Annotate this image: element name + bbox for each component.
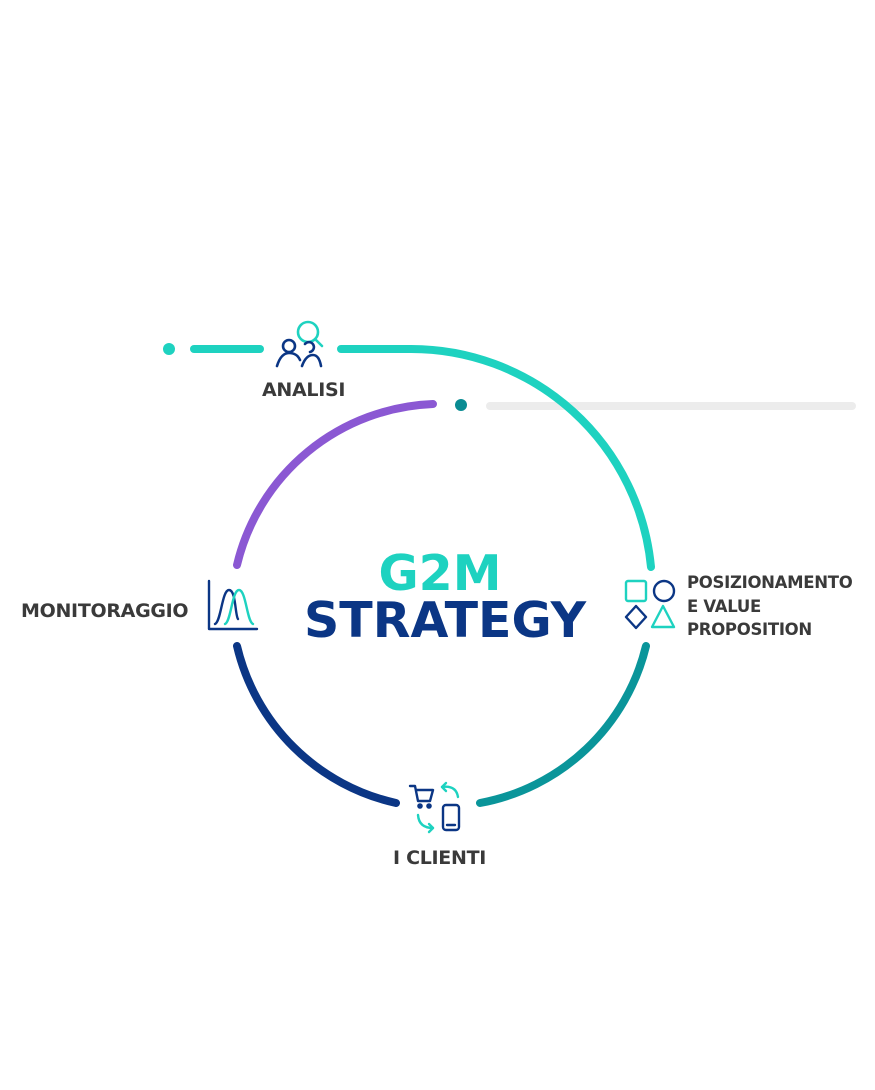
- connector-dot: [163, 343, 175, 355]
- arc-monitoraggio-to-analisi: [233, 400, 437, 569]
- center-title-g2m: G2M: [378, 545, 502, 602]
- center-title-strategy: STRATEGY: [304, 592, 587, 649]
- shapes-icon: [624, 579, 676, 630]
- stage-label-posizionamento-line3: PROPOSITION: [687, 620, 812, 639]
- cart-phone-exchange-icon: [408, 781, 461, 834]
- stage-label-posizionamento: POSIZIONAMENTO E VALUE PROPOSITION: [687, 571, 853, 642]
- arc-posizionamento-to-clienti: [476, 642, 650, 807]
- user-search-icon: [275, 320, 324, 368]
- stage-label-clienti: I CLIENTI: [393, 847, 487, 869]
- arc-analisi-to-posizionamento: [337, 344, 655, 571]
- stage-label-monitoraggio: MONITORAGGIO: [21, 600, 189, 622]
- stage-label-analisi: ANALISI: [262, 379, 346, 401]
- stage-label-posizionamento-line2: E VALUE: [687, 596, 761, 616]
- track-start-dot: [455, 399, 467, 411]
- stage-label-posizionamento-line1: POSIZIONAMENTO: [687, 573, 853, 592]
- arc-clienti-to-monitoraggio: [233, 642, 400, 807]
- bell-curve-chart-icon: [207, 579, 259, 631]
